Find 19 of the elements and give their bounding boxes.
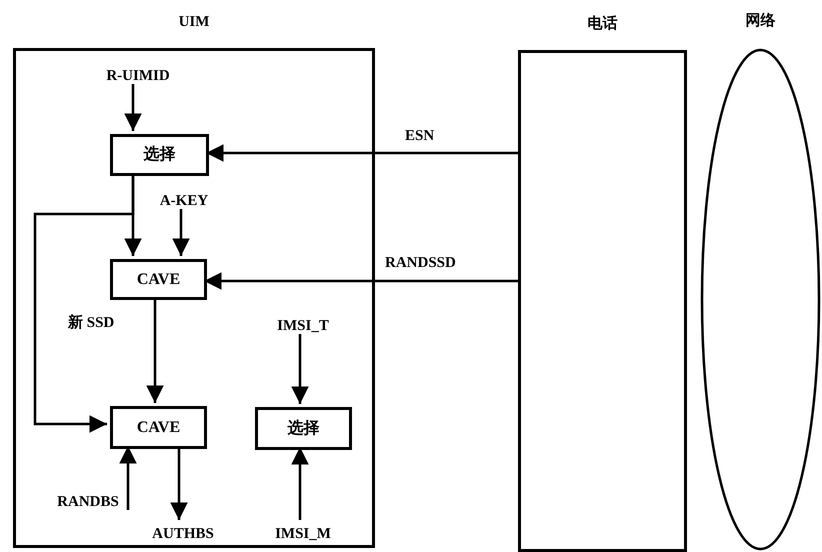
arrow (291, 334, 309, 404)
process-box: CAVE (110, 406, 207, 449)
signal-label: IMSI_M (261, 523, 345, 545)
signal-label: A-KEY (149, 190, 219, 212)
heading: UIM (178, 13, 210, 32)
arrow (172, 209, 190, 256)
arrow (124, 84, 142, 131)
process-box: CAVE (110, 259, 207, 300)
signal-label: R-UIMID (93, 65, 183, 87)
heading: 网络 (744, 12, 776, 31)
heading: 电话 (586, 14, 618, 34)
signal-label: IMSI_T (263, 315, 343, 337)
signal-label: RANDBS (45, 491, 131, 513)
edge-label: ESN (405, 127, 434, 146)
edge-label: RANDSSD (385, 254, 456, 273)
signal-label: AUTHBS (141, 523, 225, 545)
process-box: 选择 (255, 407, 352, 450)
process-box: 选择 (110, 134, 209, 176)
edge-label: 新 SSD (68, 313, 114, 333)
